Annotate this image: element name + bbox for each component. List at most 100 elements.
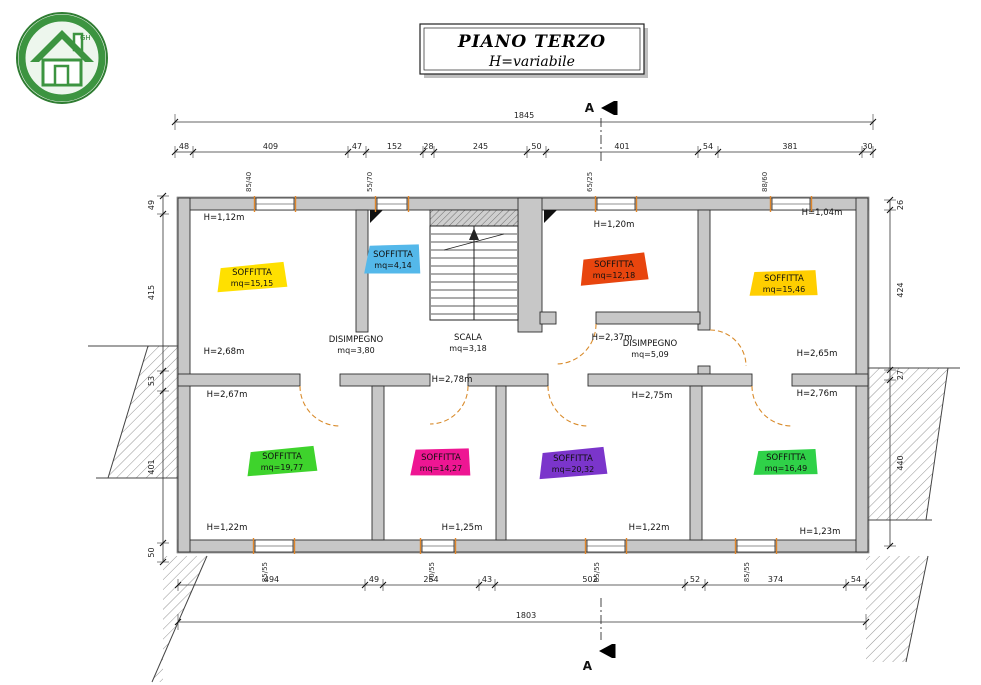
room-highlight bbox=[410, 448, 471, 476]
room-area: mq=4,14 bbox=[374, 261, 411, 270]
terrain-patch-bottom-right bbox=[866, 556, 928, 662]
height-label: H=2,67m bbox=[207, 390, 248, 400]
dimension-label: 401 bbox=[147, 459, 156, 474]
dimension-label: 48 bbox=[179, 142, 189, 151]
dimension-label: 52 bbox=[690, 575, 700, 584]
dimension-label: 26 bbox=[896, 200, 905, 210]
opening-size-tag: 85/55 bbox=[593, 562, 601, 582]
dimension-label: 494 bbox=[264, 575, 279, 584]
room-name: SOFFITTA bbox=[594, 260, 634, 270]
stairs bbox=[429, 209, 519, 321]
room-name: SOFFITTA bbox=[553, 454, 593, 464]
room-name: SOFFITTA bbox=[766, 453, 806, 463]
room-highlight bbox=[580, 252, 649, 286]
plan-title: PIANO TERZO bbox=[457, 32, 606, 52]
height-label: H=2,76m bbox=[797, 389, 838, 399]
dimension-label: 28 bbox=[423, 142, 433, 151]
logo-door bbox=[53, 64, 70, 87]
room-area: mq=20,32 bbox=[552, 465, 594, 474]
height-label: H=1,12m bbox=[204, 213, 245, 223]
height-label: H=2,68m bbox=[204, 347, 245, 357]
dimension-label: 374 bbox=[768, 575, 783, 584]
section-marker-bottom: A bbox=[583, 598, 616, 673]
section-arrow-icon bbox=[601, 101, 614, 115]
door-arc bbox=[709, 329, 747, 367]
dimension-label: 401 bbox=[614, 142, 629, 151]
agency-logo: GH bbox=[16, 12, 108, 104]
terrain-patch-right bbox=[868, 368, 948, 520]
plan-subtitle: H=variabile bbox=[488, 54, 575, 70]
dimension-label: 54 bbox=[703, 142, 713, 151]
room-area: mq=3,18 bbox=[449, 344, 486, 353]
room-name: DISIMPEGNO bbox=[329, 335, 384, 345]
dimension-label: 415 bbox=[147, 285, 156, 300]
room-highlight bbox=[217, 261, 288, 293]
room-area: mq=3,80 bbox=[337, 346, 374, 355]
dimension-label: 381 bbox=[782, 142, 797, 151]
window bbox=[374, 196, 410, 212]
window bbox=[584, 538, 628, 554]
dimension-label: 440 bbox=[896, 455, 905, 470]
height-label: H=1,25m bbox=[442, 523, 483, 533]
terrain-hatching bbox=[88, 345, 960, 683]
room-name: SOFFITTA bbox=[764, 274, 804, 284]
dimension-top-overall: 1845 bbox=[171, 111, 877, 130]
door-arc bbox=[555, 323, 597, 365]
dimension-label: 53 bbox=[147, 376, 156, 386]
room-highlight bbox=[753, 449, 818, 475]
dimension-label: 245 bbox=[473, 142, 488, 151]
room-name: SOFFITTA bbox=[421, 453, 461, 463]
wall-wedge-icon bbox=[370, 210, 383, 223]
opening-size-tag: 88/60 bbox=[761, 172, 769, 192]
building-walls bbox=[177, 197, 869, 553]
dimension-label: 27 bbox=[896, 370, 905, 380]
height-label: H=1,22m bbox=[629, 523, 670, 533]
height-label: H=1,22m bbox=[207, 523, 248, 533]
opening-size-tag: 70/55 bbox=[428, 562, 436, 582]
opening-size-tag: 85/55 bbox=[261, 562, 269, 582]
height-labels: H=1,12mH=2,68mH=1,20mH=1,04mH=2,37mH=2,6… bbox=[204, 208, 843, 537]
dimension-bottom-overall: 1803 bbox=[174, 611, 870, 630]
dimension-label: 49 bbox=[147, 200, 156, 210]
height-label: H=2,78m bbox=[432, 375, 473, 385]
stair-direction-arrow-icon bbox=[469, 228, 479, 240]
window bbox=[253, 196, 297, 212]
opening-size-tag: 85/40 bbox=[245, 172, 253, 192]
room-name: SOFFITTA bbox=[262, 452, 302, 462]
room-name: SOFFITTA bbox=[373, 250, 413, 260]
window bbox=[734, 538, 778, 554]
room-highlight bbox=[539, 446, 608, 480]
title-block: PIANO TERZO H=variabile bbox=[419, 23, 648, 78]
room-area: mq=12,18 bbox=[593, 271, 635, 280]
room-highlight bbox=[749, 270, 818, 296]
door-arc bbox=[751, 385, 793, 427]
room-name: DISIMPEGNO bbox=[623, 339, 678, 349]
door-arc bbox=[299, 385, 341, 427]
room-highlight bbox=[247, 445, 318, 477]
section-marker-top: A bbox=[585, 101, 618, 162]
wall-cut-wedges bbox=[370, 210, 557, 223]
dimension-label: 49 bbox=[369, 575, 379, 584]
dimension-label: 409 bbox=[263, 142, 278, 151]
height-label: H=1,04m bbox=[802, 208, 843, 218]
terrain-patch-left bbox=[108, 346, 178, 478]
logo-monogram: GH bbox=[80, 34, 91, 42]
windows bbox=[252, 196, 813, 554]
room-area: mq=16,49 bbox=[765, 464, 807, 473]
dimension-label: 54 bbox=[851, 575, 861, 584]
room-area: mq=14,27 bbox=[420, 464, 462, 473]
door-arc bbox=[547, 385, 589, 427]
room-name: SOFFITTA bbox=[232, 268, 272, 278]
dimension-label: 424 bbox=[896, 282, 905, 297]
